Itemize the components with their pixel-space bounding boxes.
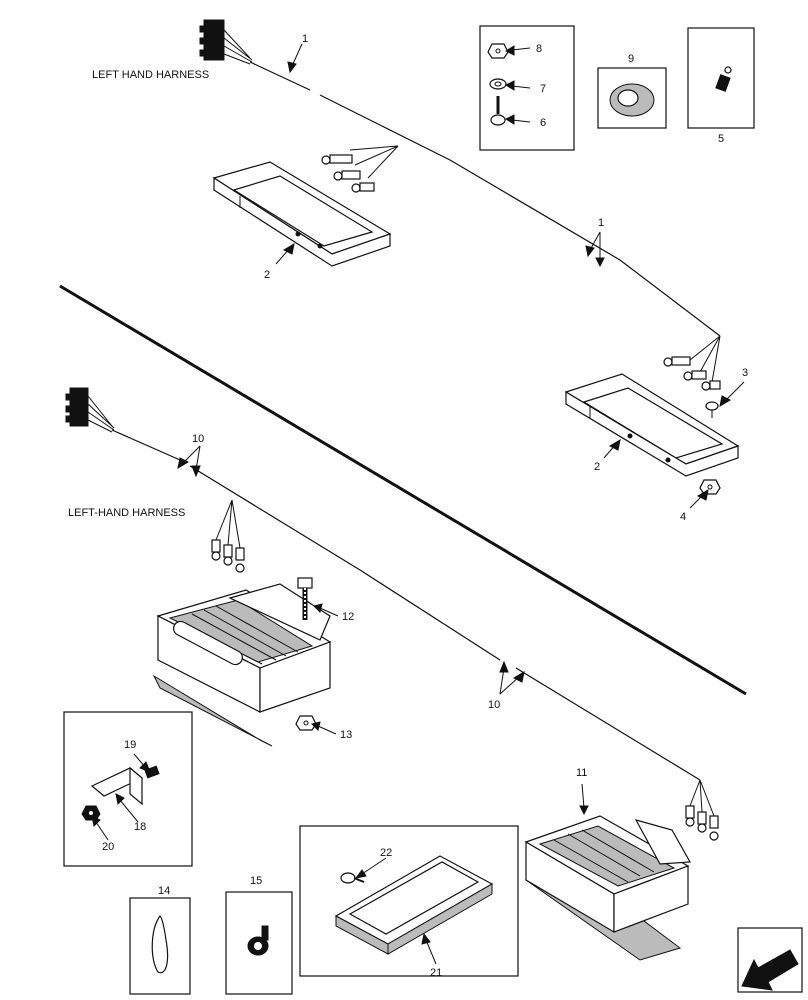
screw-3-part bbox=[705, 401, 719, 418]
harness-wire-lower bbox=[111, 429, 701, 781]
callout-1-mid: 1 bbox=[598, 217, 604, 229]
callout-10-lower: 10 bbox=[488, 699, 500, 711]
nut-20-part bbox=[81, 805, 101, 821]
grommet-9-part bbox=[609, 83, 655, 117]
callout-20: 20 bbox=[102, 841, 114, 853]
callout-5: 5 bbox=[718, 133, 724, 145]
callout-1-top: 1 bbox=[302, 33, 308, 45]
bracket-18-part bbox=[90, 766, 144, 806]
washer-7-part bbox=[489, 78, 507, 90]
callout-3: 3 bbox=[742, 367, 748, 379]
screw-22-part bbox=[340, 872, 365, 884]
inset-box-bracket bbox=[63, 711, 193, 867]
section-divider-line bbox=[59, 284, 747, 696]
nut-4-part bbox=[699, 479, 721, 495]
callout-2-upper: 2 bbox=[264, 269, 270, 281]
bolt-6-part bbox=[490, 96, 506, 126]
nut-13-part bbox=[295, 715, 317, 731]
callout-22: 22 bbox=[380, 847, 392, 859]
heatsink-module-lower-left bbox=[152, 583, 332, 747]
callout-4: 4 bbox=[680, 511, 686, 523]
strap-14-part bbox=[151, 915, 169, 974]
harness-wire-upper bbox=[249, 61, 721, 337]
callout-18: 18 bbox=[134, 821, 146, 833]
callout-21: 21 bbox=[430, 967, 442, 979]
callout-10-upper: 10 bbox=[192, 433, 204, 445]
ring-terminals-upper-b bbox=[663, 356, 721, 391]
rectifier-plate-upper-left bbox=[212, 161, 392, 267]
harness-label-lower: LEFT-HAND HARNESS bbox=[68, 507, 185, 519]
ring-terminals-lower-a bbox=[211, 539, 245, 573]
harness-branch-upper-b bbox=[689, 335, 721, 383]
nav-arrow-box[interactable] bbox=[737, 927, 803, 993]
callout-11: 11 bbox=[576, 767, 587, 779]
callout-8: 8 bbox=[536, 43, 542, 55]
callout-19: 19 bbox=[124, 739, 136, 751]
rectifier-plate-upper-right bbox=[564, 373, 740, 477]
callout-14: 14 bbox=[158, 885, 170, 897]
leader-lines bbox=[91, 43, 745, 965]
callout-9: 9 bbox=[628, 53, 634, 65]
callout-12: 12 bbox=[342, 611, 354, 623]
callout-7: 7 bbox=[540, 83, 546, 95]
clip-5-part bbox=[715, 66, 732, 92]
callout-13: 13 bbox=[340, 729, 352, 741]
heatsink-module-lower-right bbox=[524, 815, 691, 961]
bolt-12-part bbox=[297, 577, 313, 620]
callout-6: 6 bbox=[540, 117, 546, 129]
cover-21-part bbox=[334, 855, 494, 955]
harness-connector-upper bbox=[199, 19, 253, 65]
harness-label-upper: LEFT HAND HARNESS bbox=[92, 69, 209, 81]
harness-branch-upper-a bbox=[349, 145, 399, 179]
nut-8-part bbox=[487, 43, 509, 59]
harness-branch-lower-b bbox=[689, 779, 715, 817]
callout-2-lower: 2 bbox=[594, 461, 600, 473]
clamp-15-part bbox=[247, 925, 269, 956]
ring-terminals-upper-a bbox=[321, 154, 375, 193]
inset-box-clip bbox=[687, 27, 755, 129]
harness-connector-lower bbox=[65, 387, 115, 433]
harness-branch-lower-a bbox=[215, 499, 241, 549]
arrow-down-left-icon bbox=[741, 949, 799, 991]
ring-terminals-lower-b bbox=[685, 805, 719, 841]
callout-15: 15 bbox=[250, 875, 262, 887]
